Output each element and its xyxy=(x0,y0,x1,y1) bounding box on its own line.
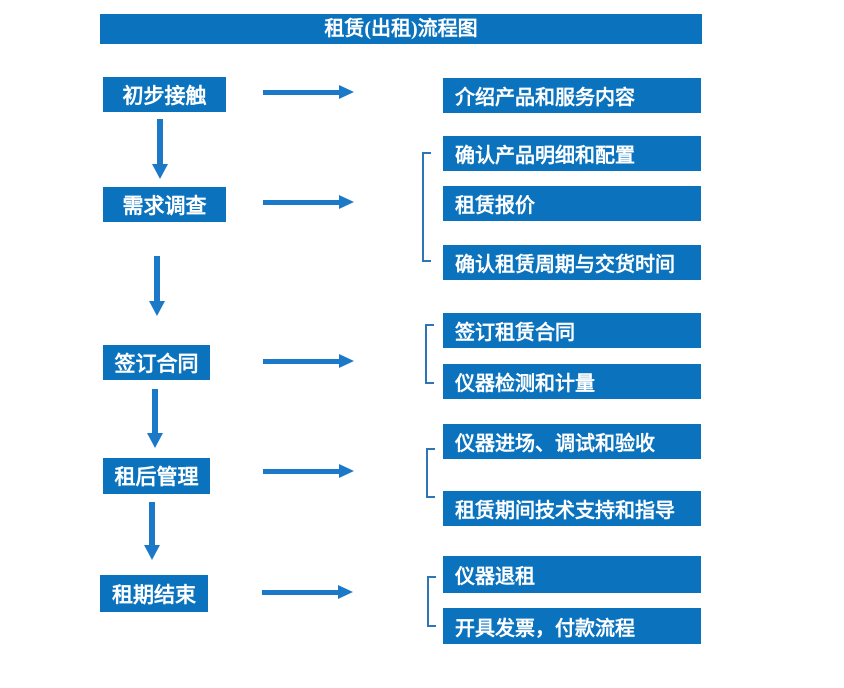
arrow-shaft xyxy=(263,468,341,474)
arrow-shaft xyxy=(263,89,341,95)
detail-rental-quote: 租赁报价 xyxy=(443,186,701,221)
bracket-lease-end-group xyxy=(427,576,436,627)
detail-introduce-products: 介绍产品和服务内容 xyxy=(443,78,701,113)
arrow-head xyxy=(339,195,354,209)
detail-confirm-lease-period: 确认租赁周期与交货时间 xyxy=(443,245,701,280)
arrow-head xyxy=(339,464,354,478)
detail-sign-lease-contract: 签订租赁合同 xyxy=(443,313,701,348)
arrow-head xyxy=(152,164,168,179)
right-arrow-4 xyxy=(263,464,354,478)
bracket-sign-contract-group xyxy=(425,324,434,384)
bracket-demand-survey-group xyxy=(422,152,431,262)
right-arrow-2 xyxy=(263,195,354,209)
step-lease-end: 租期结束 xyxy=(100,575,208,612)
arrow-shaft xyxy=(157,119,163,166)
page-title: 租赁(出租)流程图 xyxy=(324,18,478,40)
step-post-rental-management: 租后管理 xyxy=(103,458,210,494)
detail-instrument-inspection: 仪器检测和计量 xyxy=(443,364,701,399)
down-arrow-1 xyxy=(152,119,168,179)
step-initial-contact: 初步接触 xyxy=(103,77,226,112)
arrow-shaft xyxy=(262,589,340,595)
arrow-shaft xyxy=(263,199,341,205)
detail-instrument-return: 仪器退租 xyxy=(443,556,701,593)
arrow-head xyxy=(339,85,354,99)
arrow-shaft xyxy=(152,389,158,435)
title-bar: 租赁(出租)流程图 xyxy=(100,14,702,44)
detail-tech-support: 租赁期间技术支持和指导 xyxy=(443,491,701,526)
arrow-head xyxy=(338,585,353,599)
bracket-post-rental-group xyxy=(426,448,435,498)
right-arrow-5 xyxy=(262,585,353,599)
right-arrow-1 xyxy=(263,85,354,99)
arrow-head xyxy=(149,301,165,316)
arrow-shaft xyxy=(263,358,341,364)
down-arrow-4 xyxy=(144,502,160,560)
step-demand-survey: 需求调查 xyxy=(103,187,226,222)
arrow-head xyxy=(147,433,163,448)
arrow-head xyxy=(144,545,160,560)
detail-instrument-setup-acceptance: 仪器进场、调试和验收 xyxy=(443,424,701,459)
step-sign-contract: 签订合同 xyxy=(103,345,210,380)
arrow-shaft xyxy=(149,502,155,547)
arrow-head xyxy=(339,354,354,368)
down-arrow-3 xyxy=(147,389,163,448)
right-arrow-3 xyxy=(263,354,354,368)
detail-invoice-payment: 开具发票，付款流程 xyxy=(443,608,701,644)
arrow-shaft xyxy=(154,256,160,303)
detail-confirm-product-details: 确认产品明细和配置 xyxy=(443,136,701,171)
down-arrow-2 xyxy=(149,256,165,316)
